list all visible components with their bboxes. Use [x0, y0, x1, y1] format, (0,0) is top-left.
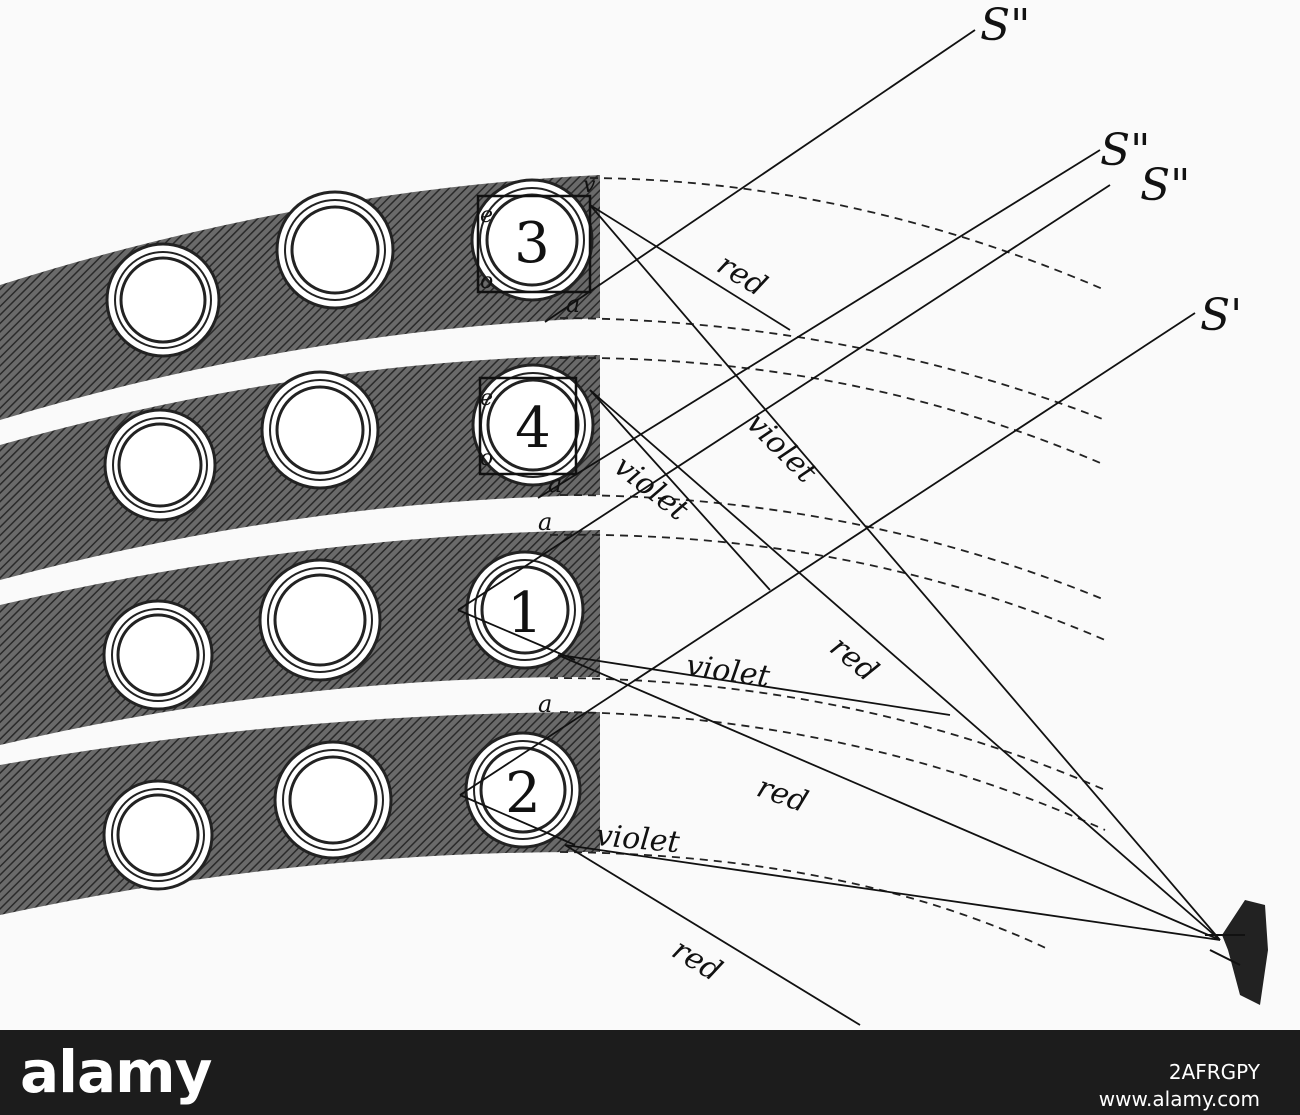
eye-lines [457, 204, 1221, 1026]
ray-label-s-double-prime: S" [1100, 125, 1150, 176]
drop-row-2: 2 [102, 731, 582, 891]
ray-label-s-double-prime: S" [1140, 160, 1190, 211]
raindrop [103, 408, 217, 522]
point-label-v: v [583, 173, 596, 198]
sun-rays [457, 29, 1196, 796]
point-label-a: a [566, 290, 580, 318]
red-label: red [666, 932, 728, 989]
drop-row-4: 4 [103, 363, 595, 522]
point-label-o: o [480, 446, 493, 471]
raindrop [102, 779, 214, 891]
drop-row-3: 3 [105, 178, 594, 358]
drop-row-1: 1 [102, 550, 585, 711]
point-label-o: o [480, 269, 493, 294]
dashed-arcs [549, 177, 1106, 951]
violet-label: violet [607, 449, 695, 529]
raindrop-4: 4 [471, 363, 595, 487]
drop-number-2: 2 [505, 761, 541, 826]
red-label: red [752, 770, 812, 820]
drop-number-4: 4 [515, 396, 551, 461]
raindrop-1: 1 [465, 550, 585, 670]
eye-icon [1205, 900, 1268, 1005]
raindrop [102, 599, 214, 711]
drop-number-1: 1 [507, 581, 543, 646]
watermark-logo: alamy [20, 1038, 212, 1106]
drop-number-3: 3 [514, 211, 550, 276]
violet-label: violet [594, 818, 682, 860]
raindrop-3: 3 [470, 178, 594, 302]
violet-label: violet [684, 648, 773, 694]
point-label-a: a [548, 470, 562, 498]
raindrop [275, 190, 395, 310]
ray-label-s-double-prime: S" [980, 0, 1030, 51]
raindrop [258, 558, 382, 682]
point-label-a: a [538, 508, 552, 536]
raindrop-2: 2 [464, 731, 582, 849]
violet-label: violet [739, 406, 824, 491]
rainbow-diagram: 3 4 1 2 [0, 0, 1268, 1026]
watermark-footer: alamy 2AFRGPY www.alamy.com [0, 1030, 1300, 1115]
watermark-stock-id: 2AFRGPY [1168, 1060, 1260, 1084]
raindrop [260, 370, 380, 490]
point-label-e: e [480, 203, 493, 228]
red-label: red [711, 247, 773, 304]
ray-label-s-prime: S' [1200, 290, 1242, 341]
raindrop [273, 740, 393, 860]
watermark-site: www.alamy.com [1098, 1087, 1260, 1111]
raindrop [105, 242, 221, 358]
point-label-e: e [480, 386, 493, 411]
point-label-a: a [538, 690, 552, 718]
